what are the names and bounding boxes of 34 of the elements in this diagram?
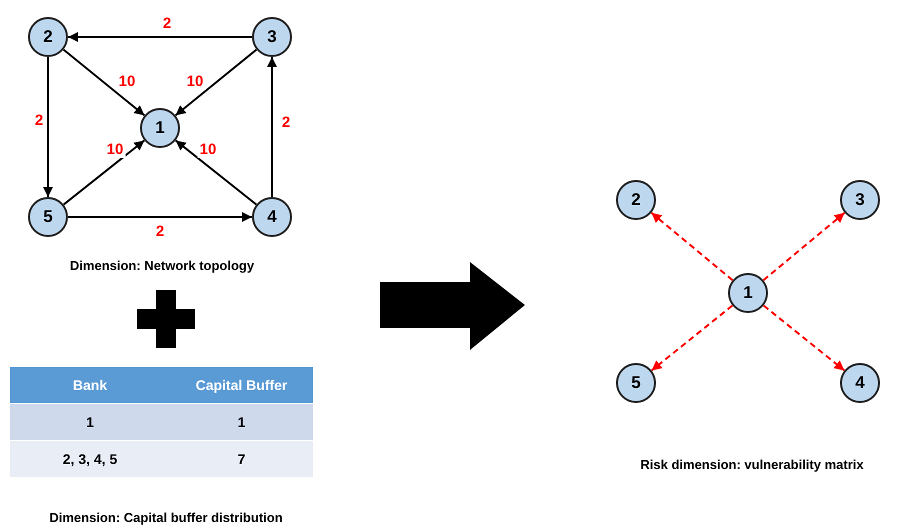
caption: Dimension: Capital buffer distribution xyxy=(49,510,283,525)
network-node: 3 xyxy=(252,17,292,57)
caption: Risk dimension: vulnerability matrix xyxy=(640,457,864,472)
network-node: 5 xyxy=(616,363,656,403)
arrow xyxy=(43,57,53,197)
network-node: 3 xyxy=(840,180,880,220)
network-node: 2 xyxy=(28,17,68,57)
network-node: 5 xyxy=(28,197,68,237)
edge-label: 10 xyxy=(104,142,126,158)
network-node: 2 xyxy=(616,180,656,220)
table-header: Capital Buffer xyxy=(170,367,313,404)
arrow xyxy=(650,212,734,281)
table-cell: 1 xyxy=(10,404,170,440)
table-cell: 2, 3, 4, 5 xyxy=(10,440,170,478)
caption: Dimension: Network topology xyxy=(70,258,254,273)
table-cell: 1 xyxy=(170,404,313,440)
arrow xyxy=(175,140,257,206)
arrow xyxy=(762,304,846,372)
network-node: 4 xyxy=(840,363,880,403)
edge-label: 10 xyxy=(184,74,206,90)
arrow xyxy=(267,57,277,197)
network-node: 1 xyxy=(140,108,180,148)
table-header: Bank xyxy=(10,367,170,404)
arrow xyxy=(62,48,146,116)
arrow xyxy=(68,32,252,42)
network-node: 1 xyxy=(728,273,768,313)
arrow xyxy=(650,304,734,372)
edge-label: 10 xyxy=(198,142,218,158)
table-cell: 7 xyxy=(170,440,313,478)
arrow xyxy=(174,48,258,116)
arrow xyxy=(63,140,145,206)
arrow xyxy=(68,212,252,222)
arrow xyxy=(762,212,846,281)
network-node: 4 xyxy=(252,197,292,237)
